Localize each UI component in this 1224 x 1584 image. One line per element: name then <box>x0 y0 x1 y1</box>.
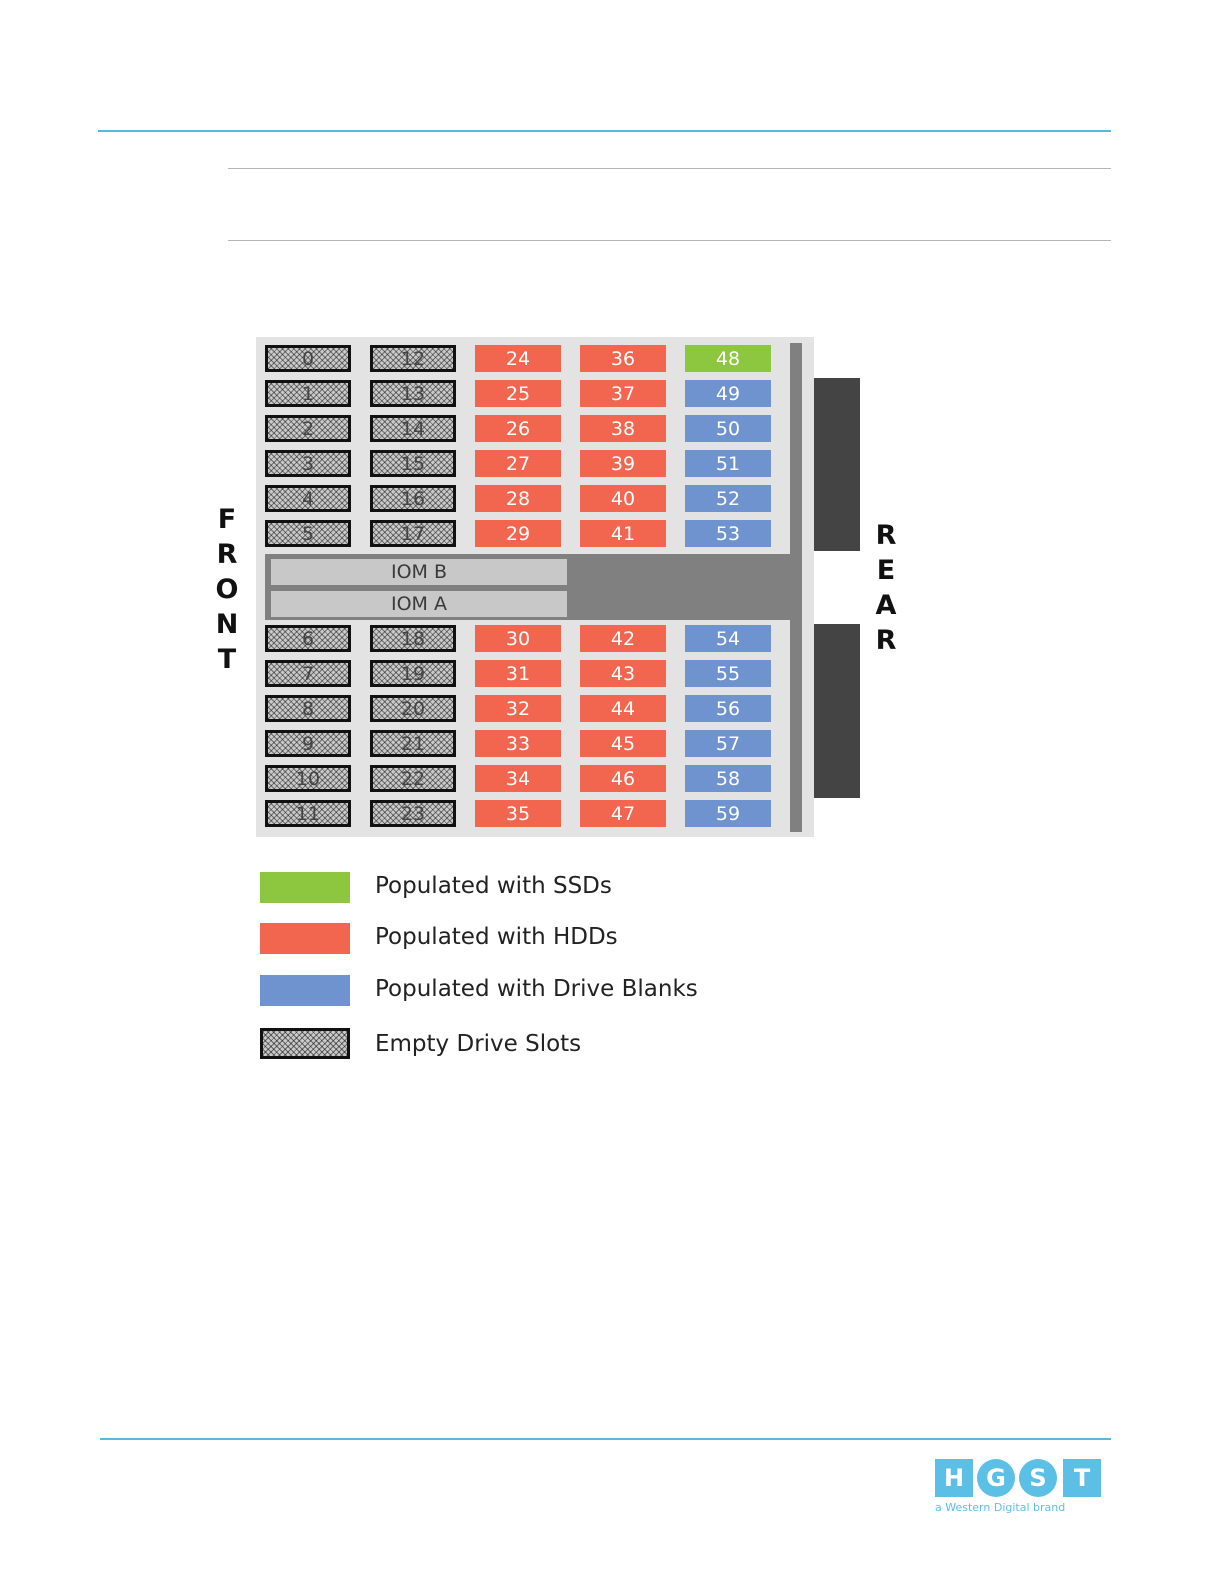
drive-slot-19: 19 <box>370 660 456 687</box>
drive-slot-21: 21 <box>370 730 456 757</box>
drive-slot-37: 37 <box>580 380 666 407</box>
drive-slot-34: 34 <box>475 765 561 792</box>
rear-lower-bar <box>814 624 860 798</box>
drive-slot-59: 59 <box>685 800 771 827</box>
drive-slot-16: 16 <box>370 485 456 512</box>
drive-slot-45: 45 <box>580 730 666 757</box>
legend-ssd-label: Populated with SSDs <box>375 873 612 899</box>
drive-slot-40: 40 <box>580 485 666 512</box>
hgst-logo: H G S T a Western Digital brand <box>935 1459 1110 1519</box>
drive-slot-33: 33 <box>475 730 561 757</box>
legend-ssd-swatch <box>260 872 350 903</box>
front-label-letter: F <box>217 504 237 535</box>
drive-slot-49: 49 <box>685 380 771 407</box>
legend-empty-swatch <box>260 1028 350 1059</box>
drive-slot-56: 56 <box>685 695 771 722</box>
drive-slot-43: 43 <box>580 660 666 687</box>
drive-slot-42: 42 <box>580 625 666 652</box>
footer-rule <box>100 1438 1111 1440</box>
header-subrule-top <box>228 168 1111 169</box>
rear-label-letter: R <box>875 625 897 656</box>
drive-slot-17: 17 <box>370 520 456 547</box>
front-label-letter: R <box>216 539 238 570</box>
drive-slot-3: 3 <box>265 450 351 477</box>
drive-slot-11: 11 <box>265 800 351 827</box>
drive-slot-1: 1 <box>265 380 351 407</box>
logo-letter-s: S <box>1019 1459 1057 1497</box>
logo-letter-h: H <box>935 1459 973 1497</box>
header-subrule-bottom <box>228 240 1111 241</box>
drive-slot-22: 22 <box>370 765 456 792</box>
drive-slot-52: 52 <box>685 485 771 512</box>
drive-slot-8: 8 <box>265 695 351 722</box>
drive-slot-55: 55 <box>685 660 771 687</box>
drive-slot-7: 7 <box>265 660 351 687</box>
drive-slot-25: 25 <box>475 380 561 407</box>
rear-upper-bar <box>814 378 860 551</box>
legend-hdd-label: Populated with HDDs <box>375 924 618 950</box>
drive-slot-50: 50 <box>685 415 771 442</box>
drive-slot-41: 41 <box>580 520 666 547</box>
drive-slot-23: 23 <box>370 800 456 827</box>
drive-slot-30: 30 <box>475 625 561 652</box>
drive-slot-2: 2 <box>265 415 351 442</box>
rear-label-letter: A <box>875 590 897 621</box>
legend-blank-label: Populated with Drive Blanks <box>375 976 698 1002</box>
drive-slot-32: 32 <box>475 695 561 722</box>
drive-slot-44: 44 <box>580 695 666 722</box>
legend-hdd-swatch <box>260 923 350 954</box>
iom-b: IOM B <box>271 559 567 585</box>
drive-slot-14: 14 <box>370 415 456 442</box>
drive-slot-15: 15 <box>370 450 456 477</box>
drive-slot-13: 13 <box>370 380 456 407</box>
legend-empty-label: Empty Drive Slots <box>375 1031 582 1057</box>
drive-slot-48: 48 <box>685 345 771 372</box>
drive-slot-28: 28 <box>475 485 561 512</box>
drive-slot-9: 9 <box>265 730 351 757</box>
drive-slot-35: 35 <box>475 800 561 827</box>
rear-label-letter: R <box>875 520 897 551</box>
drive-slot-51: 51 <box>685 450 771 477</box>
drive-slot-26: 26 <box>475 415 561 442</box>
drive-slot-18: 18 <box>370 625 456 652</box>
drive-slot-46: 46 <box>580 765 666 792</box>
header-rule <box>98 130 1111 132</box>
drive-slot-38: 38 <box>580 415 666 442</box>
drive-slot-53: 53 <box>685 520 771 547</box>
drive-slot-12: 12 <box>370 345 456 372</box>
drive-slot-54: 54 <box>685 625 771 652</box>
iom-a: IOM A <box>271 591 567 617</box>
rear-label-letter: E <box>876 555 896 586</box>
drive-slot-4: 4 <box>265 485 351 512</box>
logo-letter-t: T <box>1063 1459 1101 1497</box>
drive-slot-47: 47 <box>580 800 666 827</box>
drive-slot-31: 31 <box>475 660 561 687</box>
drive-slot-5: 5 <box>265 520 351 547</box>
drive-slot-0: 0 <box>265 345 351 372</box>
drive-slot-57: 57 <box>685 730 771 757</box>
logo-tagline: a Western Digital brand <box>935 1501 1066 1514</box>
front-label-letter: O <box>215 574 239 605</box>
drive-slot-29: 29 <box>475 520 561 547</box>
drive-slot-58: 58 <box>685 765 771 792</box>
legend-blank-swatch <box>260 975 350 1006</box>
front-label-letter: N <box>215 609 239 640</box>
logo-letter-g: G <box>977 1459 1015 1497</box>
drive-slot-20: 20 <box>370 695 456 722</box>
drive-slot-10: 10 <box>265 765 351 792</box>
front-label-letter: T <box>217 644 237 675</box>
drive-slot-39: 39 <box>580 450 666 477</box>
drive-slot-27: 27 <box>475 450 561 477</box>
drive-slot-6: 6 <box>265 625 351 652</box>
drive-slot-36: 36 <box>580 345 666 372</box>
drive-slot-24: 24 <box>475 345 561 372</box>
